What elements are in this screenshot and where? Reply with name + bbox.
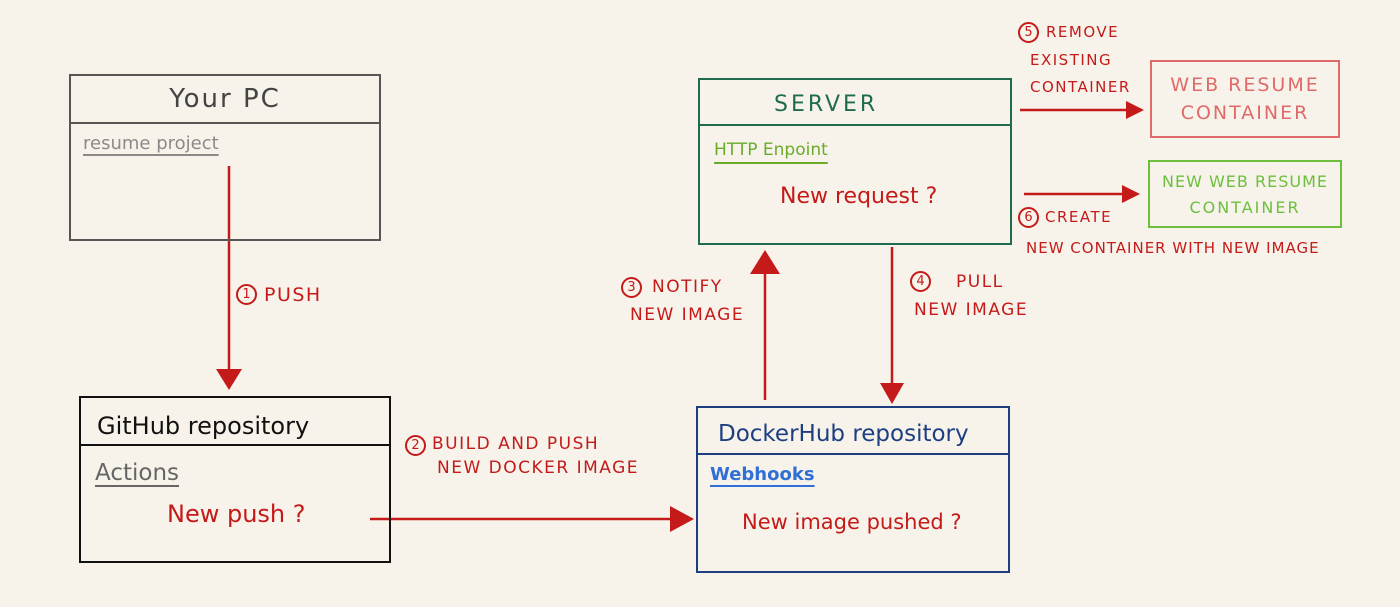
step-3-label-line2: NEW IMAGE: [630, 305, 745, 325]
step-4-label-line2: NEW IMAGE: [914, 300, 1029, 320]
dockerhub-repository-divider: [698, 453, 1008, 455]
github-repository-box: GitHub repository Actions New push ?: [79, 396, 391, 563]
step-4-label-line1: PULL: [956, 272, 1004, 292]
dockerhub-webhooks-link[interactable]: Webhooks: [710, 464, 815, 485]
web-resume-container-box: WEB RESUME CONTAINER: [1150, 60, 1340, 138]
server-divider: [700, 124, 1010, 126]
github-repository-title: GitHub repository: [97, 412, 310, 440]
github-repository-divider: [81, 444, 389, 446]
web-resume-container-line1: WEB RESUME: [1170, 74, 1320, 96]
step-3-label-line1: NOTIFY: [652, 277, 723, 297]
step-5-label-line2: EXISTING: [1030, 51, 1113, 69]
web-resume-container-line2: CONTAINER: [1180, 102, 1310, 124]
github-actions-label: Actions: [95, 460, 180, 486]
server-title: SERVER: [774, 92, 879, 117]
dockerhub-new-image-note: New image pushed ?: [742, 510, 962, 534]
step-1-label: PUSH: [264, 284, 322, 306]
server-http-endpoint-link[interactable]: HTTP Enpoint: [714, 140, 828, 160]
dockerhub-repository-title: DockerHub repository: [718, 421, 969, 447]
step-5-label-line3: CONTAINER: [1030, 78, 1131, 96]
step-5-number: 5: [1018, 22, 1039, 43]
github-new-push-note: New push ?: [167, 500, 306, 528]
step-3-number: 3: [621, 277, 642, 298]
your-pc-title: Your PC: [169, 84, 281, 114]
step-1-number: 1: [236, 284, 257, 305]
step-2-label-line2: NEW DOCKER IMAGE: [437, 458, 640, 478]
new-web-resume-container-line1: NEW WEB RESUME: [1162, 172, 1328, 191]
step-2-label-line1: BUILD AND PUSH: [432, 434, 600, 454]
your-pc-subtitle: resume project: [83, 133, 219, 154]
server-box: SERVER HTTP Enpoint New request ?: [698, 78, 1012, 245]
step-4-number: 4: [910, 271, 931, 292]
your-pc-box: Your PC resume project: [69, 74, 381, 241]
step-5-label-line1: REMOVE: [1046, 23, 1120, 41]
step-2-number: 2: [405, 435, 426, 456]
dockerhub-repository-box: DockerHub repository Webhooks New image …: [696, 406, 1010, 573]
arrow-pull: [880, 247, 904, 404]
new-web-resume-container-line2: CONTAINER: [1189, 198, 1301, 217]
step-6-label-line1: CREATE: [1045, 208, 1113, 226]
server-new-request-note: New request ?: [780, 184, 938, 209]
arrow-push: [216, 166, 242, 390]
step-6-number: 6: [1018, 207, 1039, 228]
arrow-notify: [750, 250, 780, 400]
arrow-build-and-push: [370, 506, 694, 532]
arrow-remove-container: [1020, 101, 1144, 119]
arrow-create-container: [1024, 185, 1140, 203]
your-pc-divider: [71, 122, 379, 124]
step-6-label-line2: NEW CONTAINER WITH NEW IMAGE: [1026, 239, 1320, 257]
new-web-resume-container-box: NEW WEB RESUME CONTAINER: [1148, 160, 1342, 228]
